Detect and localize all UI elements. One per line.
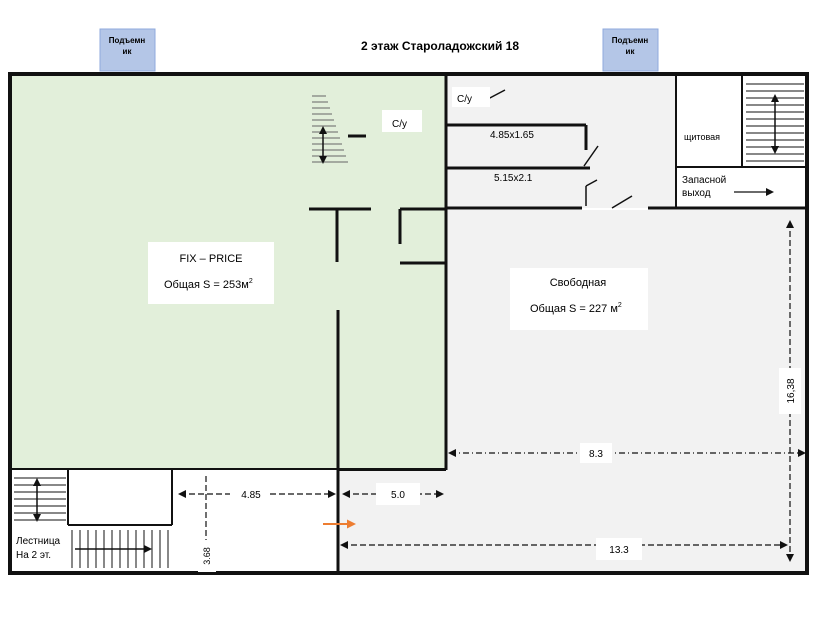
free-zone-area-sup: 2 bbox=[618, 302, 622, 309]
outer-wall bbox=[8, 72, 809, 575]
switchboard-label: щитовая bbox=[684, 132, 720, 142]
fix-price-area-sup: 2 bbox=[249, 278, 253, 285]
dim-3-68-bg bbox=[198, 540, 216, 572]
fix-price-label: FIX – PRICE Общая S = 253м2 bbox=[148, 242, 274, 304]
stairs-label-2: На 2 эт. bbox=[16, 550, 51, 561]
dim-16-38: 16,38 bbox=[786, 378, 797, 403]
fix-price-area: Общая S = 253м bbox=[164, 279, 249, 291]
lift-left-label-1: Подъемн bbox=[109, 36, 146, 45]
stairs-label: Лестница На 2 эт. bbox=[16, 536, 61, 561]
dim-13-3: 13.3 bbox=[609, 545, 629, 556]
plan-title: 2 этаж Староладожский 18 bbox=[361, 39, 519, 53]
lift-left-label-2: ик bbox=[123, 47, 133, 56]
wc2-label: С/у bbox=[457, 94, 472, 105]
stairs-inner bbox=[312, 95, 348, 164]
free-zone-label: Свободная Общая S = 227 м2 bbox=[510, 268, 648, 330]
free-zone-name: Свободная bbox=[550, 277, 607, 289]
svg-text:Общая S = 253м2: Общая S = 253м2 bbox=[164, 278, 253, 291]
svg-text:Общая S = 227 м2: Общая S = 227 м2 bbox=[530, 302, 622, 315]
dim-8-3: 8.3 bbox=[589, 449, 603, 460]
wc2-label-bg bbox=[452, 87, 490, 107]
lift-right: Подъемн ик bbox=[602, 28, 659, 72]
lift-right-label-2: ик bbox=[626, 47, 636, 56]
dim-5-0: 5.0 bbox=[391, 490, 405, 501]
switchboard-bg bbox=[679, 122, 739, 148]
dim-13-3-bg bbox=[596, 538, 642, 560]
dim-3-68: 3.68 bbox=[202, 547, 212, 565]
stairs-lower-left bbox=[14, 477, 169, 568]
lift-right-label-1: Подъемн bbox=[612, 36, 649, 45]
wc1-label: С/у bbox=[392, 119, 407, 130]
lift-left: Подъемн ик bbox=[99, 28, 156, 72]
stairs-label-1: Лестница bbox=[16, 536, 61, 547]
wc1-label-bg bbox=[382, 110, 422, 132]
room-5-15x2-1-label: 5.15х2.1 bbox=[494, 173, 533, 184]
dim-16-38-bg bbox=[779, 368, 801, 414]
emergency-exit-label-2: выход bbox=[682, 188, 711, 199]
emergency-exit-label-1: Запасной bbox=[682, 175, 726, 186]
room-4-85x1-65-label: 4.85х1.65 bbox=[490, 130, 534, 141]
free-zone bbox=[446, 210, 808, 572]
free-zone-area: Общая S = 227 м bbox=[530, 303, 618, 315]
dim-4-85: 4.85 bbox=[241, 490, 261, 501]
stairs-top-right bbox=[746, 83, 804, 162]
dim-8-3-bg bbox=[580, 443, 612, 463]
dim-5-0-bg bbox=[376, 483, 420, 505]
dim-4-85-bg bbox=[230, 485, 270, 503]
fix-price-name: FIX – PRICE bbox=[180, 253, 243, 265]
